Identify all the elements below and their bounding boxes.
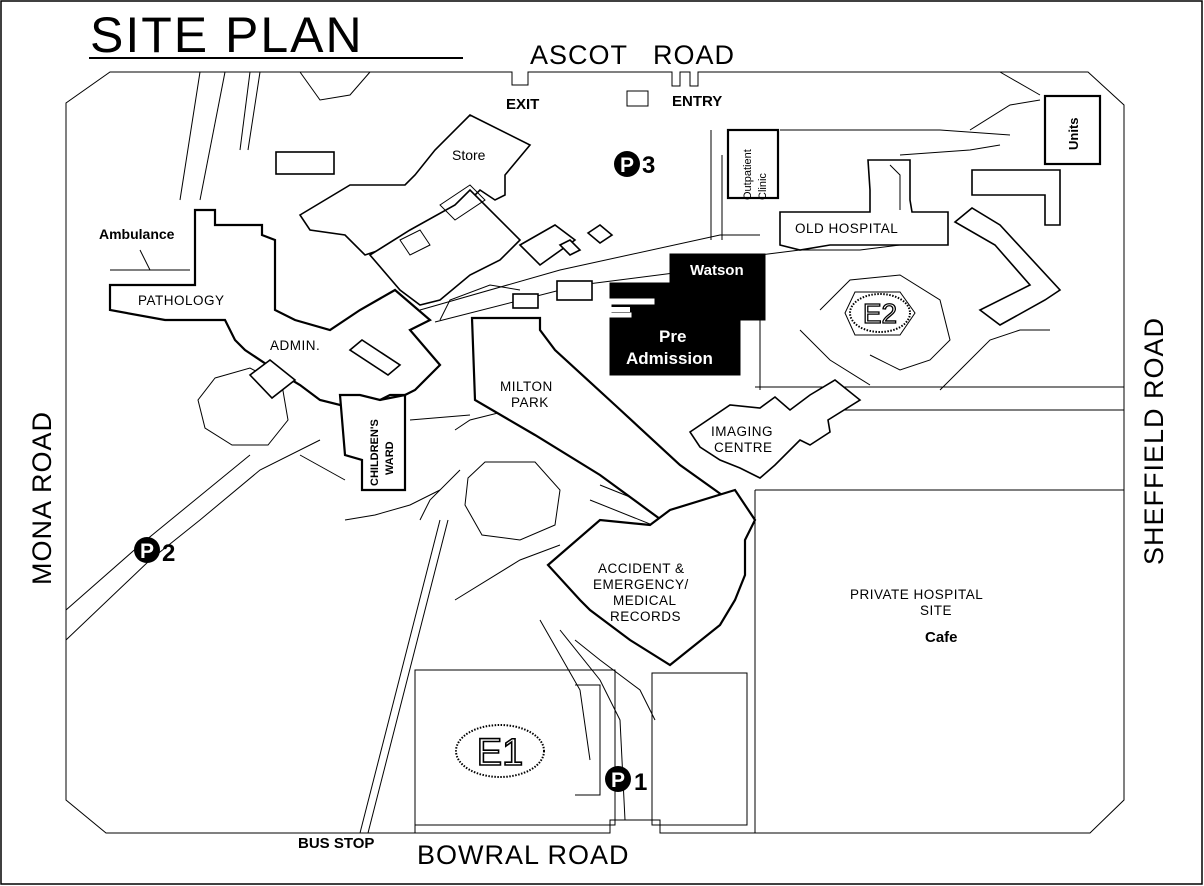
gatehouse [626, 90, 649, 107]
label-pre-admission-1: Pre [659, 327, 686, 346]
label-pre-admission-2: Admission [626, 349, 713, 368]
parking-p2[interactable]: P 2 [134, 537, 175, 567]
exit-label: EXIT [506, 96, 539, 113]
parking-p3[interactable]: P 3 [614, 151, 655, 179]
building-old-hospital [779, 159, 949, 251]
label-old-hospital: OLD HOSPITAL [795, 221, 898, 236]
parking-p2-symbol: P [140, 540, 154, 563]
entrance-e2[interactable]: E2 [849, 293, 911, 333]
paths [65, 71, 1124, 834]
entry-label: ENTRY [672, 93, 722, 110]
parking-p2-number: 2 [162, 540, 175, 567]
label-ae-4: RECORDS [610, 609, 681, 624]
roundabout-e2 [844, 291, 916, 336]
building-store [298, 114, 532, 256]
building-outpatient-clinic [726, 128, 780, 200]
building-small-2 [558, 239, 582, 256]
label-milton-park-2: PARK [511, 395, 549, 410]
bus-stop-label: BUS STOP [298, 835, 374, 852]
building-small-3 [586, 224, 614, 244]
buildings [108, 94, 1102, 667]
building-admin-annex [248, 358, 297, 400]
label-admin: ADMIN. [270, 338, 320, 353]
label-ae-1: ACCIDENT & [598, 561, 685, 576]
building-pathology-admin [108, 208, 442, 412]
entrance-e1-label: E1 [477, 732, 523, 774]
label-outpatient-2: Clinic [757, 173, 769, 200]
building-annex [275, 151, 335, 175]
label-ae-3: MEDICAL [613, 593, 677, 608]
carpark-island [575, 684, 601, 796]
parking-p1-icon [605, 766, 631, 792]
label-imaging-1: IMAGING [711, 424, 773, 439]
building-small-1 [518, 224, 577, 267]
page-title: SITE PLAN [90, 7, 364, 63]
road-sheffield: SHEFFIELD ROAD [1139, 317, 1169, 565]
building-imaging-centre [688, 379, 862, 479]
entrance-e1-ring [455, 724, 545, 778]
building-units [1043, 94, 1102, 166]
label-childrens-ward-2: WARD [384, 441, 396, 475]
label-watson: Watson [690, 262, 744, 279]
road-mona: MONA ROAD [27, 411, 57, 585]
building-childrens-ward [338, 393, 407, 492]
building-watson-pre-admission[interactable] [609, 253, 766, 376]
label-imaging-2: CENTRE [714, 440, 773, 455]
label-store: Store [452, 147, 486, 163]
parking-p1[interactable]: P 1 [605, 766, 647, 796]
label-units: Units [1066, 118, 1081, 151]
label-cafe: Cafe [925, 629, 958, 646]
entrance-e1[interactable]: E1 [455, 724, 545, 778]
label-outpatient-1: Outpatient [742, 149, 754, 200]
building-milton-park [470, 316, 724, 532]
parking-p1-symbol: P [611, 769, 625, 792]
label-childrens-ward-1: CHILDREN'S [369, 419, 381, 486]
building-small-5 [556, 280, 593, 301]
building-ward-block [368, 188, 522, 306]
watson-notch [610, 307, 630, 312]
parking-p2-icon [134, 537, 160, 563]
building-right-wing [971, 169, 1061, 226]
road-ascot: ASCOT ROAD [530, 40, 735, 70]
parking-p3-icon [614, 151, 640, 177]
building-accident-emergency [546, 488, 757, 667]
label-private-1: PRIVATE HOSPITAL [850, 587, 983, 602]
building-admin-wing [348, 339, 402, 376]
parking-p3-number: 3 [642, 152, 655, 179]
building-small-4 [512, 293, 539, 309]
parking-p3-symbol: P [620, 154, 634, 177]
carpark-right [651, 672, 748, 826]
road-bowral: BOWRAL ROAD [417, 840, 630, 870]
label-private-2: SITE [920, 603, 952, 618]
roundabout-centre [464, 461, 561, 541]
carpark-e1 [414, 669, 616, 826]
site-boundary [65, 71, 1125, 834]
entrance-e2-label: E2 [863, 298, 897, 329]
parking-p1-number: 1 [634, 769, 647, 796]
label-pathology: PATHOLOGY [138, 293, 225, 308]
label-milton-park-1: MILTON [500, 379, 553, 394]
label-ambulance: Ambulance [99, 226, 175, 242]
building-ward-east [953, 207, 1062, 326]
label-ae-2: EMERGENCY/ [593, 577, 689, 592]
entrance-e2-ring [849, 293, 911, 333]
